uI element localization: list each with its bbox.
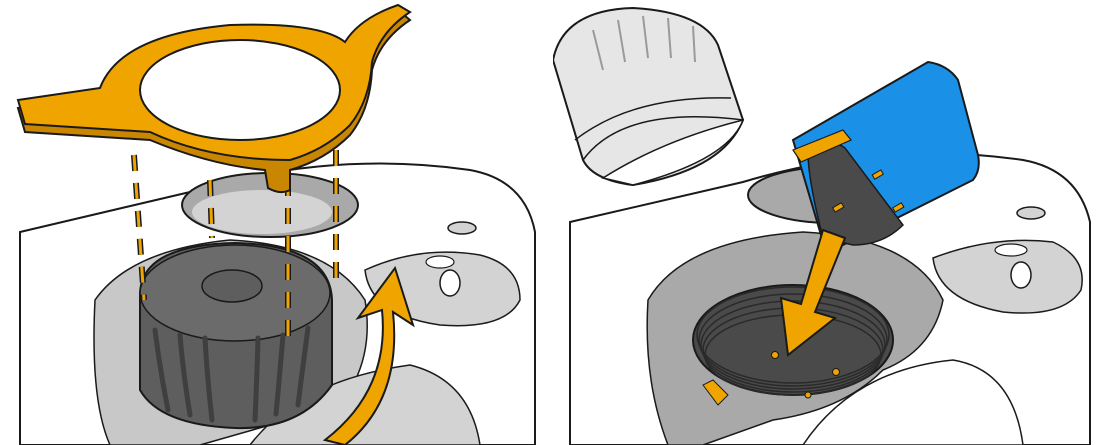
screw-hole [448,222,476,234]
white-cap [553,8,743,185]
step-1-panel [0,0,553,445]
step-2-panel [553,0,1107,445]
step-1-drawing [0,0,553,445]
step-2-drawing [553,0,1107,445]
knob-cap [140,243,332,428]
